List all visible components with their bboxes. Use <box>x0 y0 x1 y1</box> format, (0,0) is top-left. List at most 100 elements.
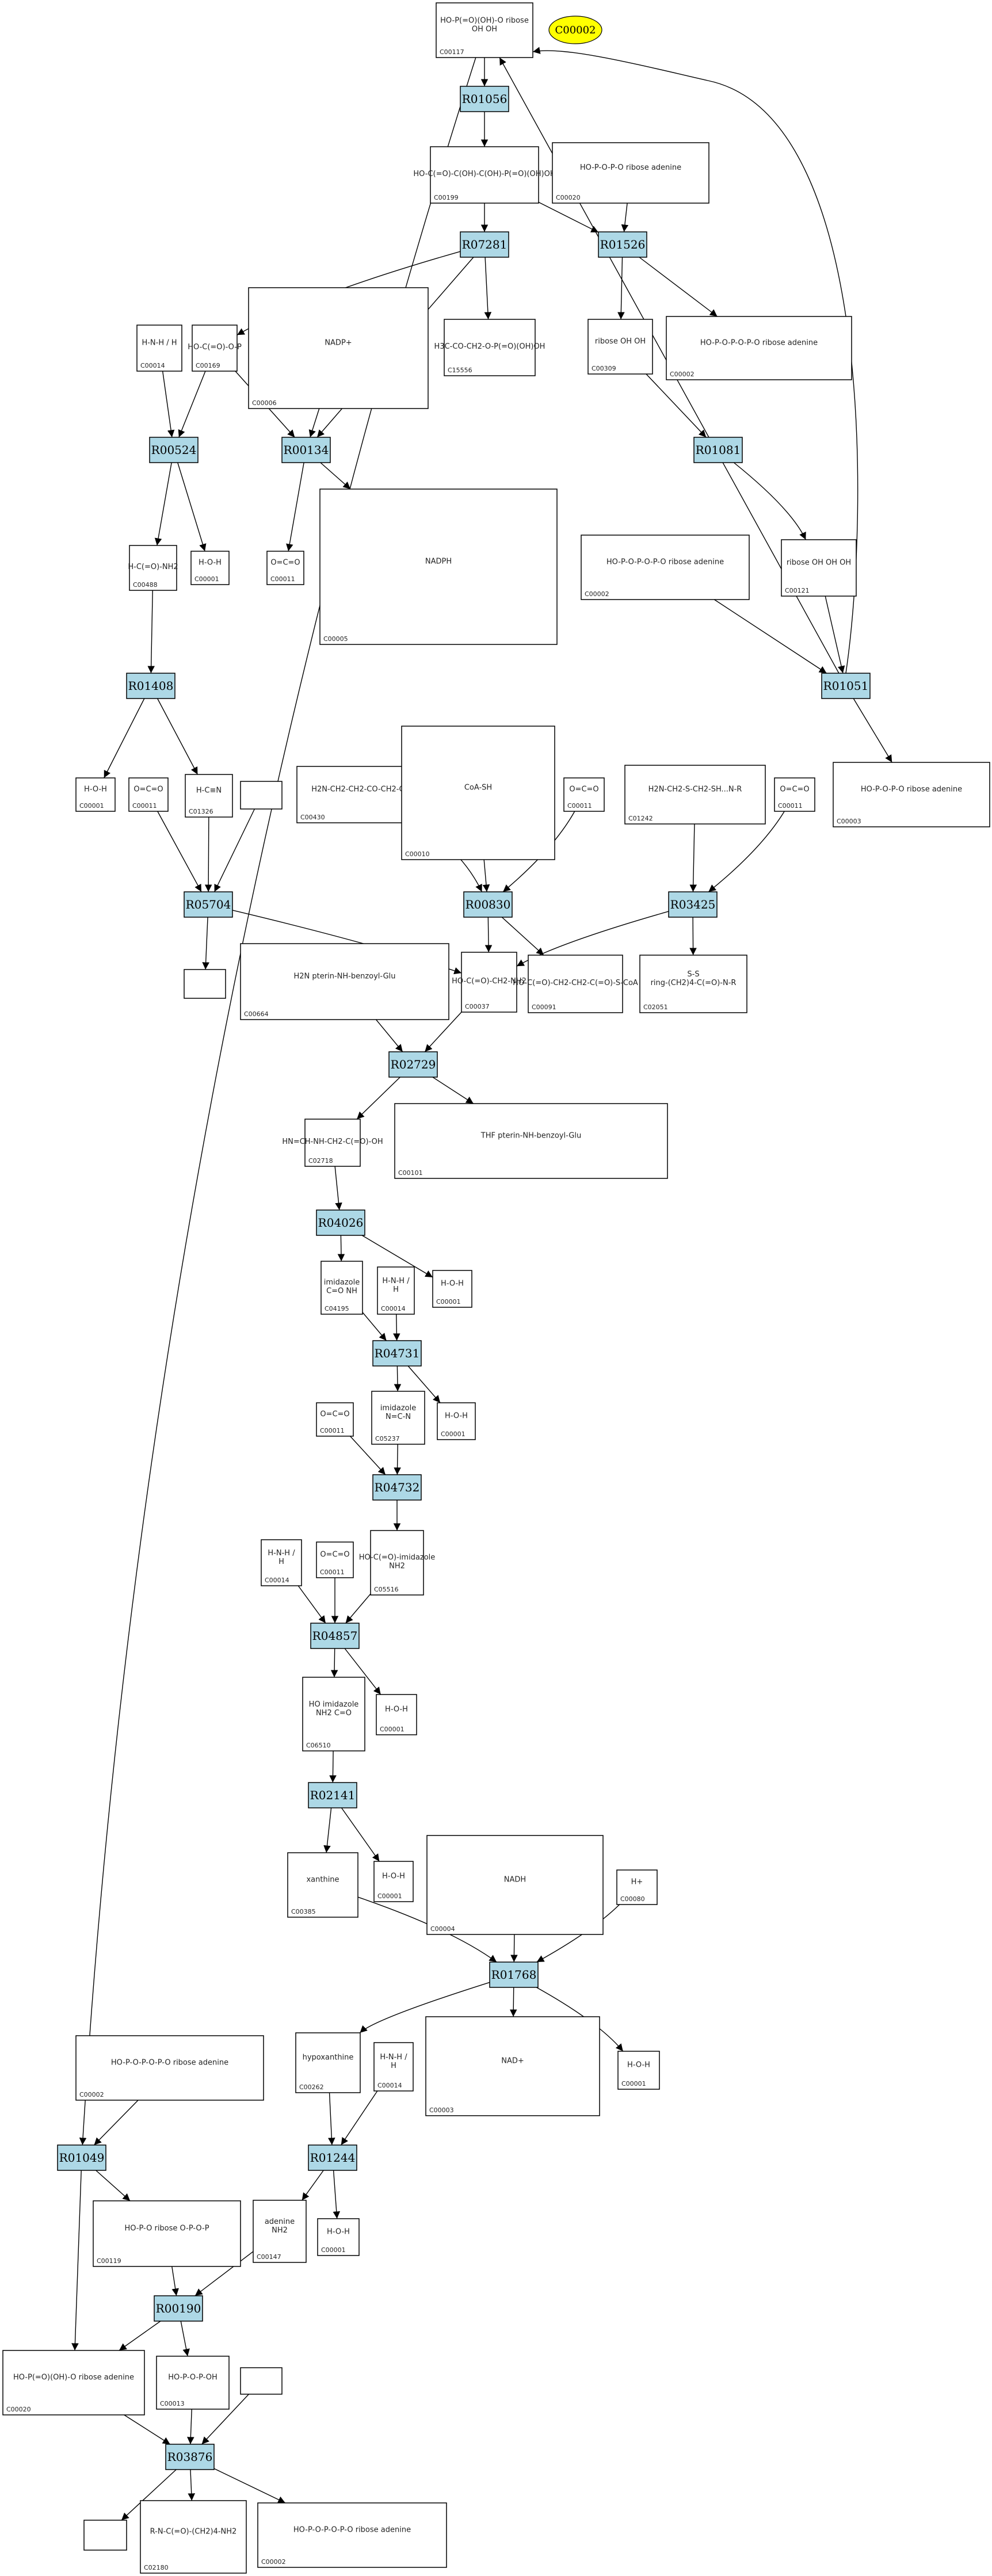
reaction-R00830[interactable]: R00830 <box>463 891 513 918</box>
reaction-R05704[interactable]: R05704 <box>184 891 233 918</box>
reaction-label: R00190 <box>156 2302 201 2315</box>
structure-sketch: HO-C(=O)-CH2-CH2-C(=O)-S-CoA <box>513 979 638 987</box>
reaction-R02141[interactable]: R02141 <box>308 1782 357 1808</box>
reaction-R01081[interactable]: R01081 <box>693 437 743 463</box>
structure-sketch: HO-P-O-P-O-P-O ribose adenine <box>111 2059 228 2067</box>
edge-c121-to-R01051 <box>825 596 845 674</box>
edge-R01768-to-c003b <box>509 1987 517 2017</box>
reaction-R00134[interactable]: R00134 <box>281 437 331 463</box>
reaction-R01768[interactable]: R01768 <box>489 1961 539 1988</box>
reaction-R04732[interactable]: R04732 <box>372 1474 422 1501</box>
structure-sketch: THF pterin-NH-benzoyl-Glu <box>480 1132 581 1140</box>
structure-sketch: H-O-H <box>627 2061 650 2070</box>
reaction-R00524[interactable]: R00524 <box>149 437 199 463</box>
reaction-R01408[interactable]: R01408 <box>126 673 175 699</box>
reaction-R01051[interactable]: R01051 <box>821 673 871 699</box>
structure-sketch: R-N-C(=O)-(CH2)4-NH2 <box>150 2528 237 2536</box>
reaction-R03425[interactable]: R03425 <box>668 891 718 918</box>
compound-blank2[interactable] <box>184 969 226 999</box>
reaction-R01056[interactable]: R01056 <box>460 86 509 112</box>
reaction-R01526[interactable]: R01526 <box>598 231 647 258</box>
reaction-R01244[interactable]: R01244 <box>308 2144 357 2171</box>
structure-sketch: xanthine <box>306 1876 339 1884</box>
reaction-R03876[interactable]: R03876 <box>165 2444 215 2470</box>
compound-id-label: C00001 <box>194 575 219 583</box>
edge-R00134-to-c005 <box>320 462 351 490</box>
reaction-R02729[interactable]: R02729 <box>388 1051 438 1078</box>
structure-sketch: HO-P-O-P-O ribose adenine <box>861 785 962 794</box>
compound-blank4[interactable] <box>83 2520 127 2551</box>
root-node[interactable]: C00002 <box>548 16 602 44</box>
edge-R01526-to-c002a <box>639 257 718 317</box>
reaction-R04731[interactable]: R04731 <box>372 1340 422 1367</box>
edge-c013-to-R03876 <box>187 2409 194 2445</box>
reaction-R04026[interactable]: R04026 <box>316 1209 365 1236</box>
reaction-R07281[interactable]: R07281 <box>460 231 509 258</box>
reaction-R04857[interactable]: R04857 <box>310 1623 360 1649</box>
compound-blank3[interactable] <box>240 2367 283 2395</box>
compound-blank1[interactable] <box>240 781 283 810</box>
edge-c5516-to-R04857 <box>345 1593 371 1624</box>
reaction-R01049[interactable]: R01049 <box>57 2144 106 2171</box>
reaction-R00190[interactable]: R00190 <box>154 2295 203 2322</box>
compound-id-label: C00002 <box>585 590 609 598</box>
structure-sketch: HO-C(=O)-O-P <box>188 343 242 352</box>
